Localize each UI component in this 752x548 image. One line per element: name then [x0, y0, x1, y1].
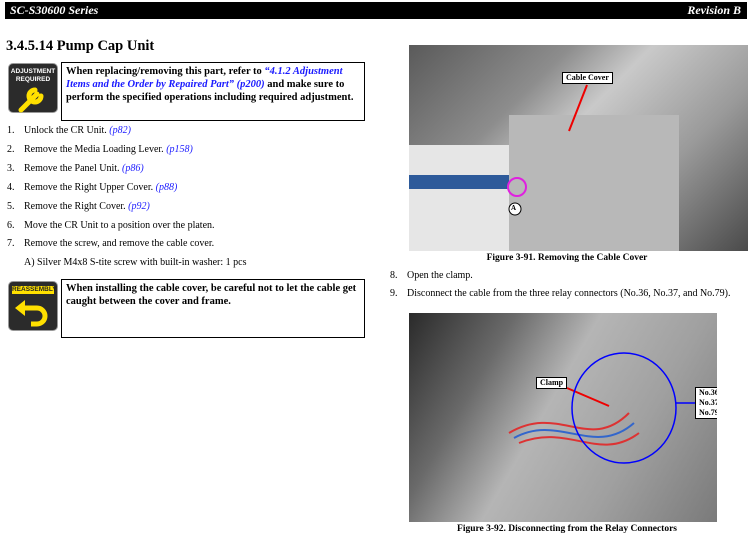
step-number: 4.: [7, 182, 15, 193]
step-text: Remove the Panel Unit.: [24, 163, 123, 174]
reassembly-icon: REASSEMBLY: [8, 281, 58, 331]
screw-note: A) Silver M4x8 S-tite screw with built-i…: [24, 257, 247, 268]
step-number: 3.: [7, 163, 15, 174]
section-title: 3.4.5.14 Pump Cap Unit: [6, 38, 155, 54]
step-number: 8.: [390, 270, 398, 281]
step-text: Remove the Right Upper Cover.: [24, 182, 156, 193]
reassembly-note: When installing the cable cover, be care…: [61, 279, 365, 338]
figure2-caption: Figure 3-92. Disconnecting from the Rela…: [457, 524, 677, 534]
screw-marker: A: [511, 204, 517, 212]
page-header: SC-S30600 Series Revision B: [5, 2, 747, 19]
figure1-caption: Figure 3-91. Removing the Cable Cover: [486, 253, 648, 263]
icon-label: ADJUSTMENT REQUIRED: [10, 68, 56, 83]
adjustment-note: When replacing/removing this part, refer…: [61, 62, 365, 121]
page-ref-link[interactable]: (p82): [109, 125, 131, 136]
step-number: 7.: [7, 238, 15, 249]
return-arrow-icon: [15, 300, 48, 327]
page-ref-link[interactable]: (p88): [155, 182, 178, 193]
connector-label: No.36: [699, 388, 717, 397]
figure-relay-connectors-photo: Clamp No.36 No.37 No.79: [409, 313, 717, 522]
step-text: Open the clamp.: [407, 270, 473, 281]
step-text: Remove the screw, and remove the cable c…: [24, 238, 215, 249]
clamp-callout: Clamp: [536, 377, 568, 389]
step-text: Move the CR Unit to a position over the …: [24, 220, 215, 231]
icon-label: REASSEMBLY: [12, 286, 57, 294]
cable-cover-callout: Cable Cover: [562, 72, 613, 84]
figure-cable-cover-photo: Cable Cover A: [409, 45, 748, 251]
connector-label: No.37: [699, 398, 717, 407]
step-number: 6.: [7, 220, 15, 231]
connector-callout: No.36 No.37 No.79: [695, 387, 717, 419]
page-ref-link[interactable]: (p158): [166, 144, 193, 155]
step-number: 5.: [7, 201, 15, 212]
wrench-icon: [18, 87, 44, 113]
revision: Revision B: [687, 3, 741, 17]
step-text: Unlock the CR Unit.: [24, 125, 110, 136]
note-text: When replacing/removing this part, refer…: [66, 66, 265, 77]
callout-graphics: [508, 352, 697, 464]
adjustment-required-icon: ADJUSTMENT REQUIRED: [8, 63, 58, 113]
page-ref-link[interactable]: (p86): [122, 163, 144, 174]
step-text: Remove the Media Loading Lever.: [24, 144, 167, 155]
step-number: 2.: [7, 144, 15, 155]
page-ref-link[interactable]: (p92): [128, 201, 150, 212]
step-number: 9.: [390, 288, 398, 299]
note-text: and make sure to perform the specified o…: [66, 79, 354, 103]
step-number: 1.: [7, 125, 15, 136]
series-name: SC-S30600 Series: [10, 3, 99, 17]
step-text: Remove the Right Cover.: [24, 201, 129, 212]
callout-arrow: [507, 84, 588, 216]
step-text: Disconnect the cable from the three rela…: [407, 288, 731, 299]
connector-label: No.79: [699, 408, 717, 417]
adjustment-link[interactable]: “4.1.2 Adjustment Items and the Order by…: [66, 66, 343, 90]
